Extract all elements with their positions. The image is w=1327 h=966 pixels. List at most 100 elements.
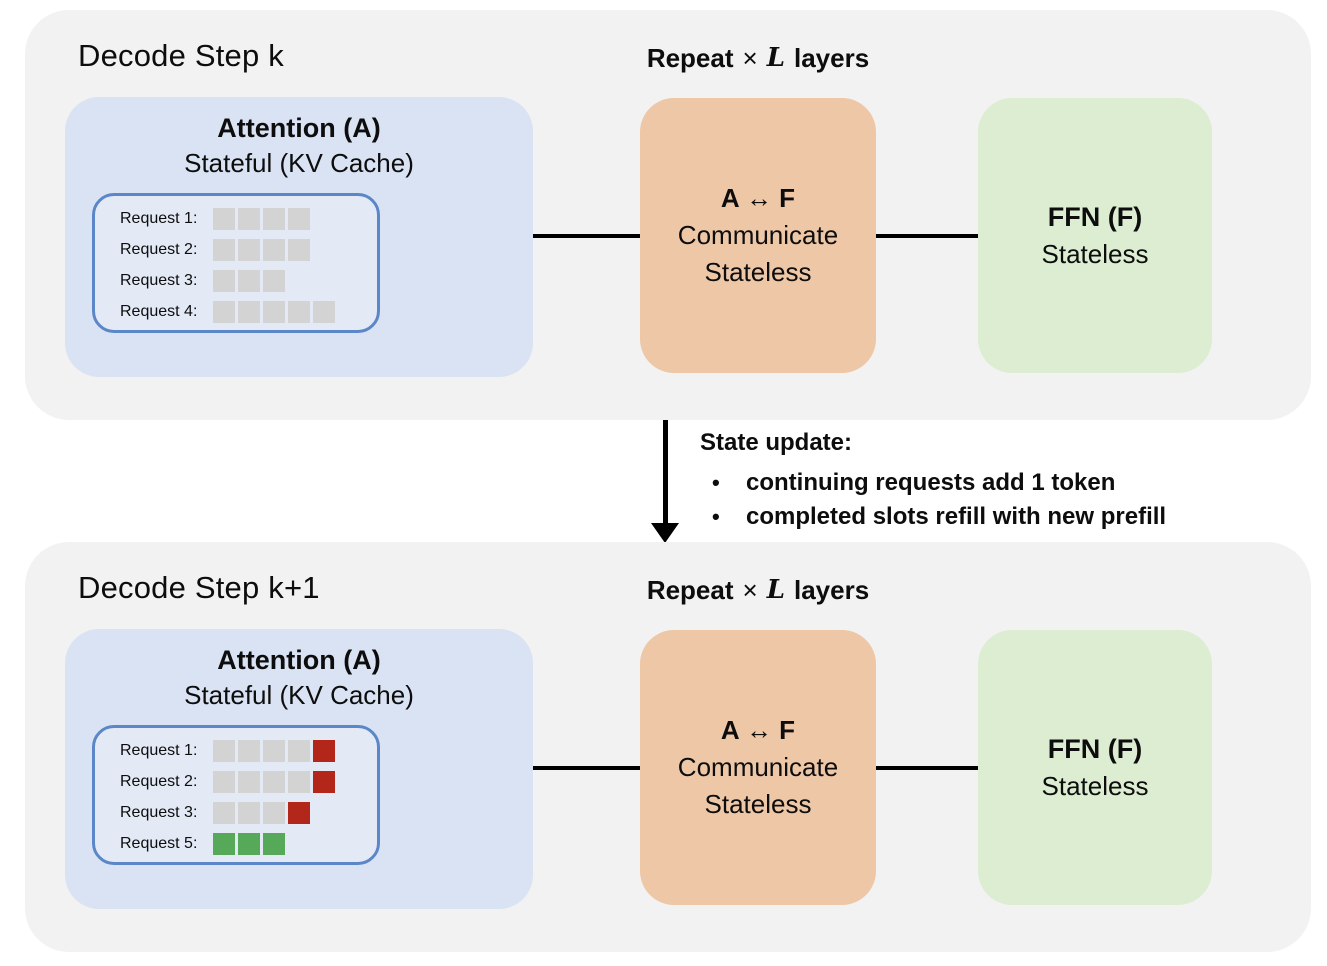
request-label: Request 2: — [120, 772, 198, 790]
request-label: Request 3: — [120, 803, 198, 821]
token-cells — [213, 238, 310, 261]
state-update-bullet: • completed slots refill with new prefill — [700, 500, 1260, 534]
communicate-line2: Communicate — [677, 220, 839, 250]
kv-token-gray — [238, 801, 260, 824]
kv-token-green — [238, 832, 260, 855]
kv-request-row: Request 1: — [95, 735, 377, 766]
repeat-word: Repeat — [646, 575, 734, 605]
attention-box: Attention (A) Stateful (KV Cache) Reques… — [65, 629, 533, 909]
communicate-box: A ↔ F Communicate Stateless — [640, 98, 876, 373]
repeat-word: Repeat — [646, 43, 734, 73]
kv-token-gray — [238, 739, 260, 762]
token-cells — [213, 739, 335, 762]
bullet-dot-icon: • — [712, 504, 720, 529]
attention-title: Attention (A) — [217, 645, 381, 675]
kv-token-gray — [263, 770, 285, 793]
kv-request-row: Request 5: — [95, 828, 377, 859]
state-update-bullet: • continuing requests add 1 token — [700, 466, 1260, 500]
kv-token-gray — [213, 207, 235, 230]
connector-attention-communicate — [533, 766, 640, 770]
panel-decode-step-k: Decode Step k Repeat × L layers Attentio… — [25, 10, 1311, 420]
kv-token-gray — [263, 300, 285, 323]
kv-token-gray — [263, 801, 285, 824]
kv-token-gray — [213, 300, 235, 323]
ffn-box: FFN (F) Stateless — [978, 630, 1212, 905]
kv-token-gray — [313, 300, 335, 323]
ffn-title: FFN (F) — [1047, 733, 1143, 764]
attention-box: Attention (A) Stateful (KV Cache) Reques… — [65, 97, 533, 377]
kv-cache-box: Request 1: Request 2: Request 3: Request 4: — [92, 193, 380, 333]
panel-title: Decode Step k+1 — [78, 570, 320, 605]
kv-token-gray — [238, 300, 260, 323]
token-cells — [213, 770, 335, 793]
state-update-bullets: • continuing requests add 1 token • complet… — [700, 466, 1260, 534]
token-cells — [213, 269, 285, 292]
kv-token-gray — [263, 207, 285, 230]
communicate-line3: Stateless — [704, 789, 812, 819]
request-label: Request 1: — [120, 209, 198, 227]
kv-token-gray — [238, 770, 260, 793]
kv-token-gray — [288, 770, 310, 793]
kv-token-gray — [263, 238, 285, 261]
request-label: Request 4: — [120, 302, 198, 320]
kv-token-gray — [238, 207, 260, 230]
attention-title: Attention (A) — [217, 113, 381, 143]
token-cells — [213, 832, 285, 855]
kv-token-gray — [213, 238, 235, 261]
kv-token-red — [313, 739, 335, 762]
bullet-text: continuing requests add 1 token — [746, 469, 1116, 496]
state-update-heading: State update: — [700, 429, 853, 456]
ffn-box: FFN (F) Stateless — [978, 98, 1212, 373]
communicate-box: A ↔ F Communicate Stateless — [640, 630, 876, 905]
communicate-title: A ↔ F — [720, 183, 796, 213]
kv-token-green — [263, 832, 285, 855]
attention-subtitle: Stateful (KV Cache) — [184, 680, 414, 710]
connector-communicate-ffn — [876, 234, 978, 238]
kv-token-gray — [288, 739, 310, 762]
kv-token-gray — [288, 207, 310, 230]
kv-token-gray — [263, 269, 285, 292]
repeat-layers-label: Repeat × L layers — [613, 575, 903, 606]
token-cells — [213, 207, 310, 230]
request-label: Request 2: — [120, 240, 198, 258]
kv-request-row: Request 3: — [95, 797, 377, 828]
communicate-line2: Communicate — [677, 752, 839, 782]
communicate-line3: Stateless — [704, 257, 812, 287]
connector-communicate-ffn — [876, 766, 978, 770]
request-label: Request 3: — [120, 271, 198, 289]
request-label: Request 1: — [120, 741, 198, 759]
panel-title: Decode Step k — [78, 38, 284, 73]
kv-token-green — [213, 832, 235, 855]
times-symbol: × — [742, 43, 758, 73]
communicate-title: A ↔ F — [720, 715, 796, 745]
bullet-dot-icon: • — [712, 470, 720, 495]
kv-token-gray — [238, 269, 260, 292]
layers-word: layers — [793, 43, 870, 73]
layers-variable: L — [766, 575, 785, 605]
kv-token-gray — [213, 269, 235, 292]
kv-token-gray — [288, 300, 310, 323]
panel-decode-step-k-plus-1: Decode Step k+1 Repeat × L layers Attent… — [25, 542, 1311, 952]
request-label: Request 5: — [120, 834, 198, 852]
kv-token-gray — [213, 801, 235, 824]
bullet-text: completed slots refill with new prefill — [746, 503, 1167, 530]
token-cells — [213, 300, 335, 323]
times-symbol: × — [742, 575, 758, 605]
kv-request-row: Request 3: — [95, 265, 377, 296]
kv-token-gray — [238, 238, 260, 261]
kv-request-row: Request 2: — [95, 766, 377, 797]
ffn-title: FFN (F) — [1047, 201, 1143, 232]
kv-cache-box: Request 1: Request 2: Request 3: Request 5: — [92, 725, 380, 865]
down-arrow-head-icon — [651, 523, 679, 543]
repeat-layers-label: Repeat × L layers — [613, 43, 903, 74]
kv-token-gray — [288, 238, 310, 261]
layers-word: layers — [793, 575, 870, 605]
connector-attention-communicate — [533, 234, 640, 238]
ffn-subtitle: Stateless — [1041, 770, 1149, 801]
kv-token-red — [288, 801, 310, 824]
down-arrow-line — [663, 420, 668, 525]
kv-token-gray — [263, 739, 285, 762]
kv-token-gray — [213, 770, 235, 793]
kv-request-row: Request 1: — [95, 203, 377, 234]
